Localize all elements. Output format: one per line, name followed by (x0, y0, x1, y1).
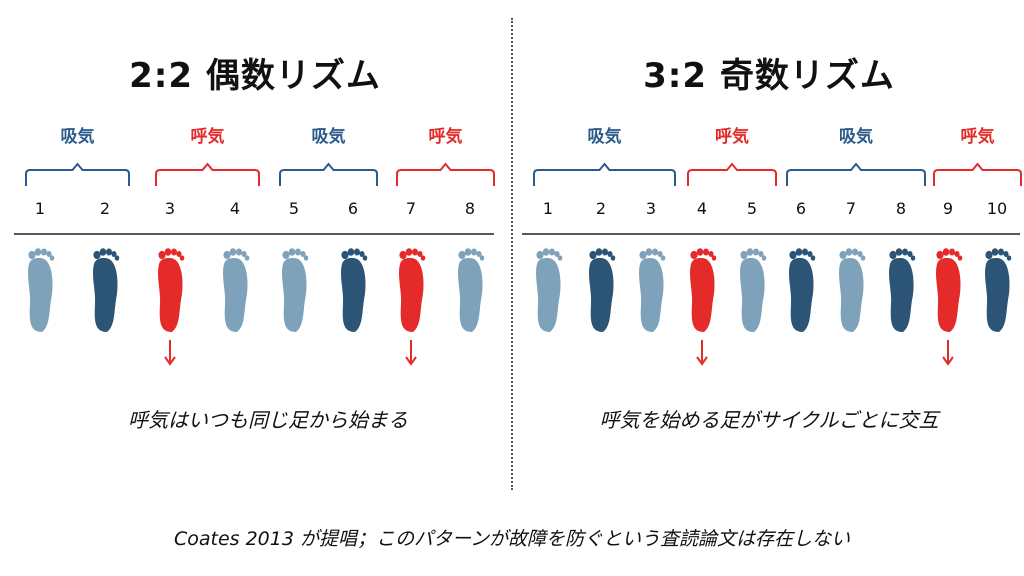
panel-divider (511, 18, 513, 490)
inhale-label: 吸気 (61, 126, 95, 147)
footprint-icon (789, 248, 816, 332)
step-number: 2 (100, 199, 110, 218)
step-number: 1 (543, 199, 553, 218)
inhale-bracket: 吸気 (533, 126, 676, 186)
footprint-icon (223, 248, 250, 332)
exhale-bracket: 呼気 (687, 126, 777, 186)
footprint-icon (740, 248, 767, 332)
step-number: 6 (796, 199, 806, 218)
exhale-label: 呼気 (715, 126, 749, 147)
step-number: 7 (406, 199, 416, 218)
exhale-label: 呼気 (429, 126, 463, 147)
exhale-arrow-icon (405, 340, 417, 366)
inhale-label: 吸気 (839, 126, 873, 147)
exhale-arrow-icon (696, 340, 708, 366)
exhale-label: 呼気 (961, 126, 995, 147)
right-title: 3:2 奇数リズム (643, 56, 895, 96)
step-number: 3 (165, 199, 175, 218)
left-title: 2:2 偶数リズム (129, 56, 381, 96)
inhale-bracket: 吸気 (25, 126, 130, 186)
step-number: 4 (230, 199, 240, 218)
inhale-label: 吸気 (588, 126, 622, 147)
exhale-footprint-icon (399, 248, 426, 332)
exhale-bracket: 呼気 (155, 126, 260, 186)
even-rhythm-panel: 吸気 呼気 吸気 呼気 1 2 3 4 5 6 7 8 (14, 126, 495, 366)
right-caption: 呼気を始める足がサイクルごとに交互 (599, 408, 939, 432)
step-number: 9 (943, 199, 953, 218)
exhale-label: 呼気 (191, 126, 225, 147)
step-number: 6 (348, 199, 358, 218)
footprint-icon (589, 248, 616, 332)
footprint-icon (536, 248, 563, 332)
inhale-bracket: 吸気 (279, 126, 378, 186)
footprint-icon (28, 248, 55, 332)
footprint-icon (282, 248, 309, 332)
exhale-bracket: 呼気 (396, 126, 495, 186)
footprint-icon (93, 248, 120, 332)
footprint-icon (839, 248, 866, 332)
footprint-icon (985, 248, 1012, 332)
footprint-icon (341, 248, 368, 332)
step-number: 2 (596, 199, 606, 218)
step-number: 3 (646, 199, 656, 218)
exhale-footprint-icon (936, 248, 963, 332)
step-number: 5 (747, 199, 757, 218)
inhale-label: 吸気 (312, 126, 346, 147)
step-number: 7 (846, 199, 856, 218)
footprint-icon (639, 248, 666, 332)
step-number: 4 (697, 199, 707, 218)
exhale-footprint-icon (158, 248, 185, 332)
footer-note: Coates 2013 が提唱；このパターンが故障を防ぐという査読論文は存在しな… (173, 528, 851, 550)
step-number: 8 (896, 199, 906, 218)
exhale-arrow-icon (942, 340, 954, 366)
exhale-arrow-icon (164, 340, 176, 366)
odd-rhythm-panel: 吸気 呼気 吸気 呼気 1 2 3 4 5 6 7 8 9 10 (522, 126, 1022, 366)
left-caption: 呼気はいつも同じ足から始まる (128, 408, 408, 432)
exhale-footprint-icon (690, 248, 717, 332)
footprint-icon (458, 248, 485, 332)
footprint-icon (889, 248, 916, 332)
step-number: 5 (289, 199, 299, 218)
exhale-bracket: 呼気 (933, 126, 1022, 186)
step-number: 8 (465, 199, 475, 218)
inhale-bracket: 吸気 (786, 126, 926, 186)
step-number: 10 (987, 199, 1007, 218)
step-number: 1 (35, 199, 45, 218)
